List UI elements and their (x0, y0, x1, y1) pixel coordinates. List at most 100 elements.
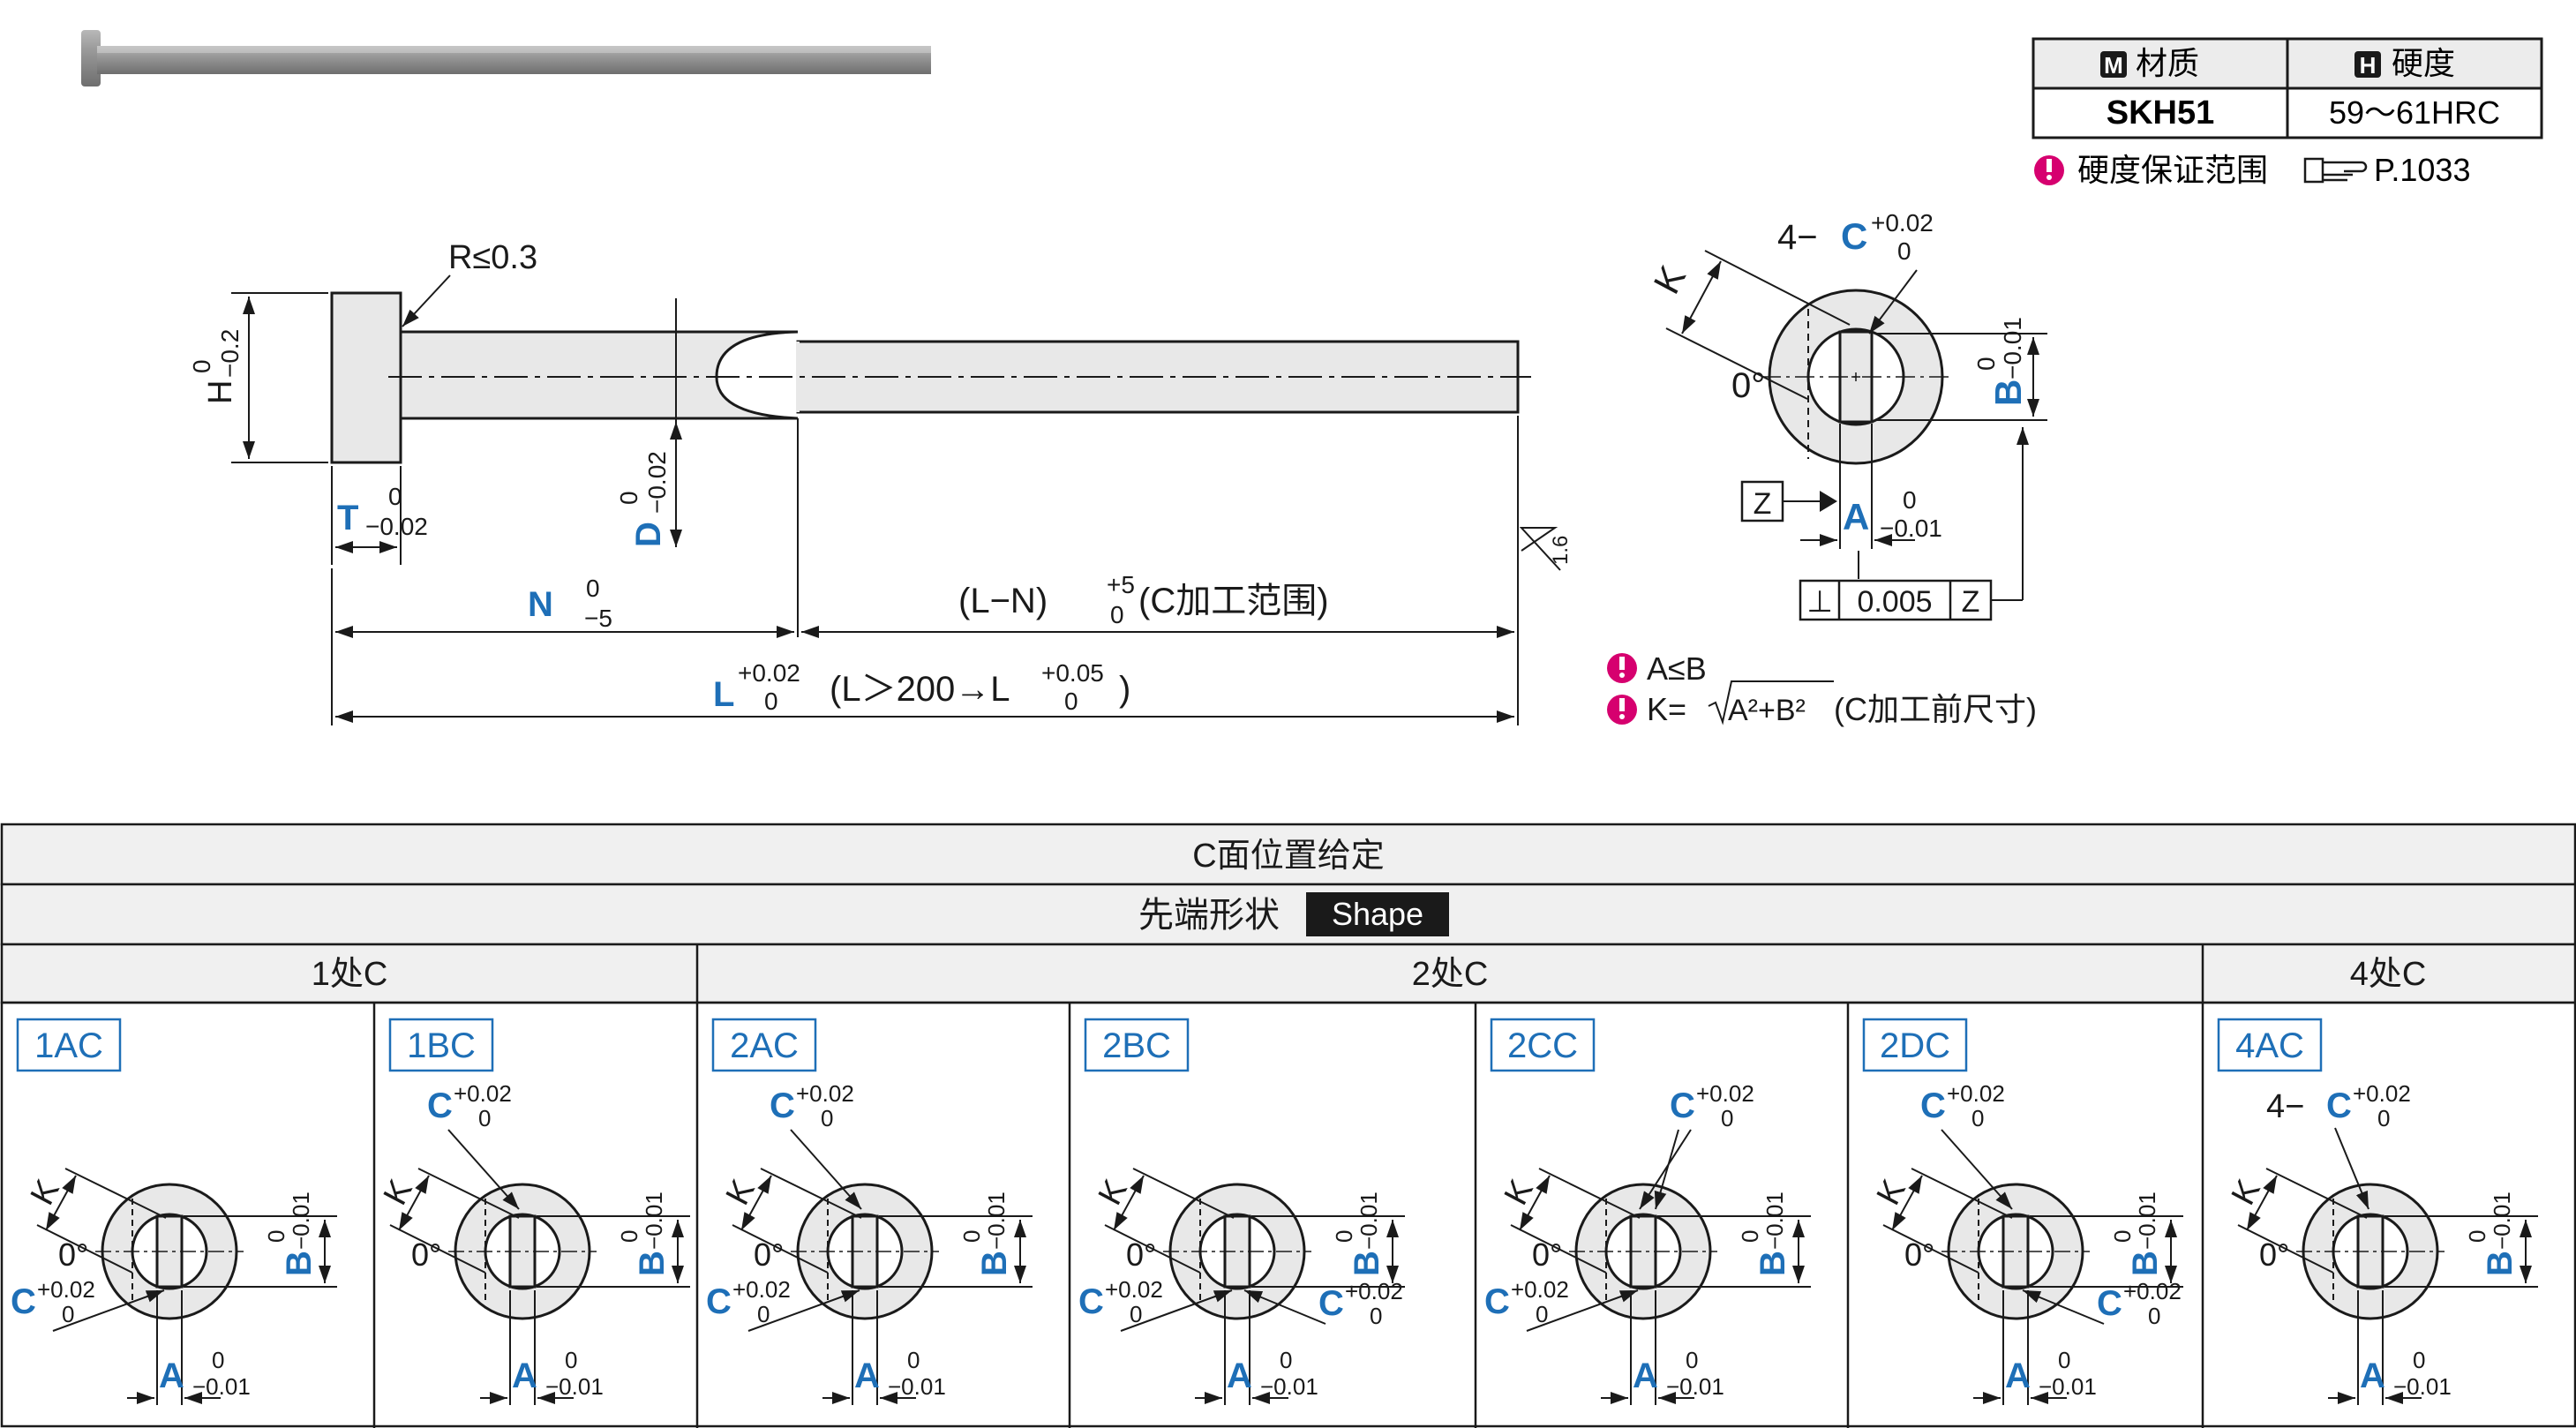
k-extension (2237, 1224, 2334, 1274)
cell-c-text: C (1920, 1086, 1946, 1125)
radius-label: R≤0.3 (448, 239, 537, 276)
side-view: H 0 −0.2 R≤0.3 T 0 −0.02 D 0 −0.02 N (188, 239, 1573, 725)
note-a-le-b: A≤B (1647, 650, 1707, 687)
material-badge-icon: M (2100, 51, 2127, 79)
k-dimension-line (740, 1175, 772, 1231)
cell-c-label: C+0.020 (770, 1080, 854, 1131)
cell-b-label: B0−0.01 (2464, 1191, 2520, 1276)
cell-b-text: B (2126, 1251, 2165, 1276)
c-leader (1654, 1129, 1679, 1210)
cell-c-label: C+0.020 (427, 1080, 512, 1131)
cell-b-text: B (280, 1251, 319, 1276)
shape-table: C面位置给定 先端形状 Shape 1处C 2处C 4处C 1ACK0°B0−0… (0, 823, 2576, 1428)
cell-c-lower: 0 (2377, 1105, 2390, 1131)
svg-text:+5: +5 (1107, 571, 1135, 598)
product-photo (81, 30, 931, 86)
svg-text:−5: −5 (584, 605, 612, 632)
k-extension (1911, 1168, 2013, 1219)
section-a-label: A 0 −0.01 (1843, 486, 1942, 542)
cell-b-lower: −0.01 (641, 1191, 667, 1250)
c-leader (52, 1289, 165, 1332)
cell-angle-label: 0° (1126, 1236, 1156, 1273)
c-leader (2334, 1127, 2369, 1210)
shape-code-badge (1084, 1018, 1190, 1072)
svg-text:0: 0 (1897, 237, 1911, 265)
t-dimension: T 0 −0.02 (337, 483, 428, 540)
k-extension (1538, 1168, 1641, 1219)
cell-b-upper: 0 (616, 1230, 642, 1243)
cell-c-lower: 0 (757, 1301, 770, 1327)
d-dimension: D 0 −0.02 (615, 451, 671, 547)
k-extension (2265, 1168, 2368, 1219)
cell-c-text: C (427, 1086, 453, 1125)
k-dimension-line (1113, 1175, 1145, 1231)
cell-a-label: A (159, 1357, 184, 1395)
cell-a-label: A (2360, 1357, 2385, 1395)
cell-angle-label: 0° (58, 1236, 88, 1273)
cell-a-upper: 0 (1686, 1347, 1698, 1373)
cell-b-text: B (975, 1251, 1014, 1276)
cell-c-lower: 0 (62, 1301, 74, 1327)
svg-text:N: N (528, 585, 553, 624)
c-leader (1243, 1289, 1326, 1325)
cell-c-label: C+0.020 (11, 1276, 95, 1327)
svg-text:0: 0 (615, 491, 642, 505)
k-extension (36, 1224, 133, 1274)
k-extension (1104, 1224, 1201, 1274)
page-reference: P.1033 (2374, 152, 2470, 188)
note-k-suffix: (C加工前尺寸) (1834, 691, 2037, 727)
hardness-header: 硬度 (2392, 45, 2455, 81)
svg-text:C: C (1841, 215, 1867, 257)
k-extension (417, 1168, 520, 1219)
cell-c-text: C (1078, 1282, 1104, 1321)
shape-code-badge (388, 1018, 494, 1072)
svg-text:−0.02: −0.02 (643, 451, 671, 514)
k-extension (1882, 1224, 1979, 1274)
cell-b-lower: −0.01 (1356, 1191, 1382, 1250)
cell-c-lower: 0 (2148, 1303, 2160, 1329)
cell-b-label: B0−0.01 (616, 1191, 672, 1276)
c-leader (1526, 1289, 1639, 1332)
cell-a-lower: −0.01 (1260, 1373, 1318, 1400)
shape-code: 1BC (407, 1026, 476, 1065)
section-k-label: K (1645, 259, 1694, 300)
cell-angle-label: 0° (1904, 1236, 1934, 1273)
svg-text:0: 0 (188, 359, 215, 373)
cell-c-lower: 0 (1536, 1301, 1548, 1327)
svg-text:A: A (1843, 496, 1869, 537)
svg-text:D: D (629, 522, 668, 547)
section-angle-label: 0° (1731, 366, 1765, 405)
cell-b-text: B (2481, 1251, 2520, 1276)
svg-text:H: H (202, 380, 239, 404)
svg-text:⊥: ⊥ (1806, 585, 1833, 619)
cell-a-upper: 0 (1280, 1347, 1292, 1373)
cell-c-upper: +0.02 (1511, 1276, 1569, 1303)
cell-angle-label: 0° (2259, 1236, 2289, 1273)
cell-c-upper: +0.02 (37, 1276, 95, 1303)
k-extension (732, 1224, 829, 1274)
k-extension (64, 1168, 167, 1219)
shape-table-subtitle: 先端形状 (1138, 896, 1280, 935)
cell-a-lower: −0.01 (192, 1373, 251, 1400)
svg-text:−0.2: −0.2 (216, 329, 244, 378)
c-leader (790, 1129, 862, 1210)
cell-c-text: C (2097, 1284, 2122, 1323)
cell-angle-label: 0° (1532, 1236, 1562, 1273)
k-dimension-line (1891, 1175, 1923, 1231)
shape-code: 2BC (1102, 1026, 1171, 1065)
c-leader (447, 1129, 520, 1210)
cell-c-upper: +0.02 (1947, 1080, 2005, 1107)
shape-code-badge (16, 1018, 122, 1072)
k-extension (1510, 1224, 1607, 1274)
k-dimension-line (398, 1175, 430, 1231)
c-leader (1639, 1129, 1692, 1210)
cell-c-upper: +0.02 (732, 1276, 791, 1303)
note-alert-icon (1607, 653, 1637, 683)
svg-text:Z: Z (1754, 487, 1772, 521)
cell-c-prefix: 4− (2266, 1088, 2304, 1125)
datum-z-symbol: Z (1740, 480, 1837, 522)
svg-text:0: 0 (1972, 357, 2000, 371)
